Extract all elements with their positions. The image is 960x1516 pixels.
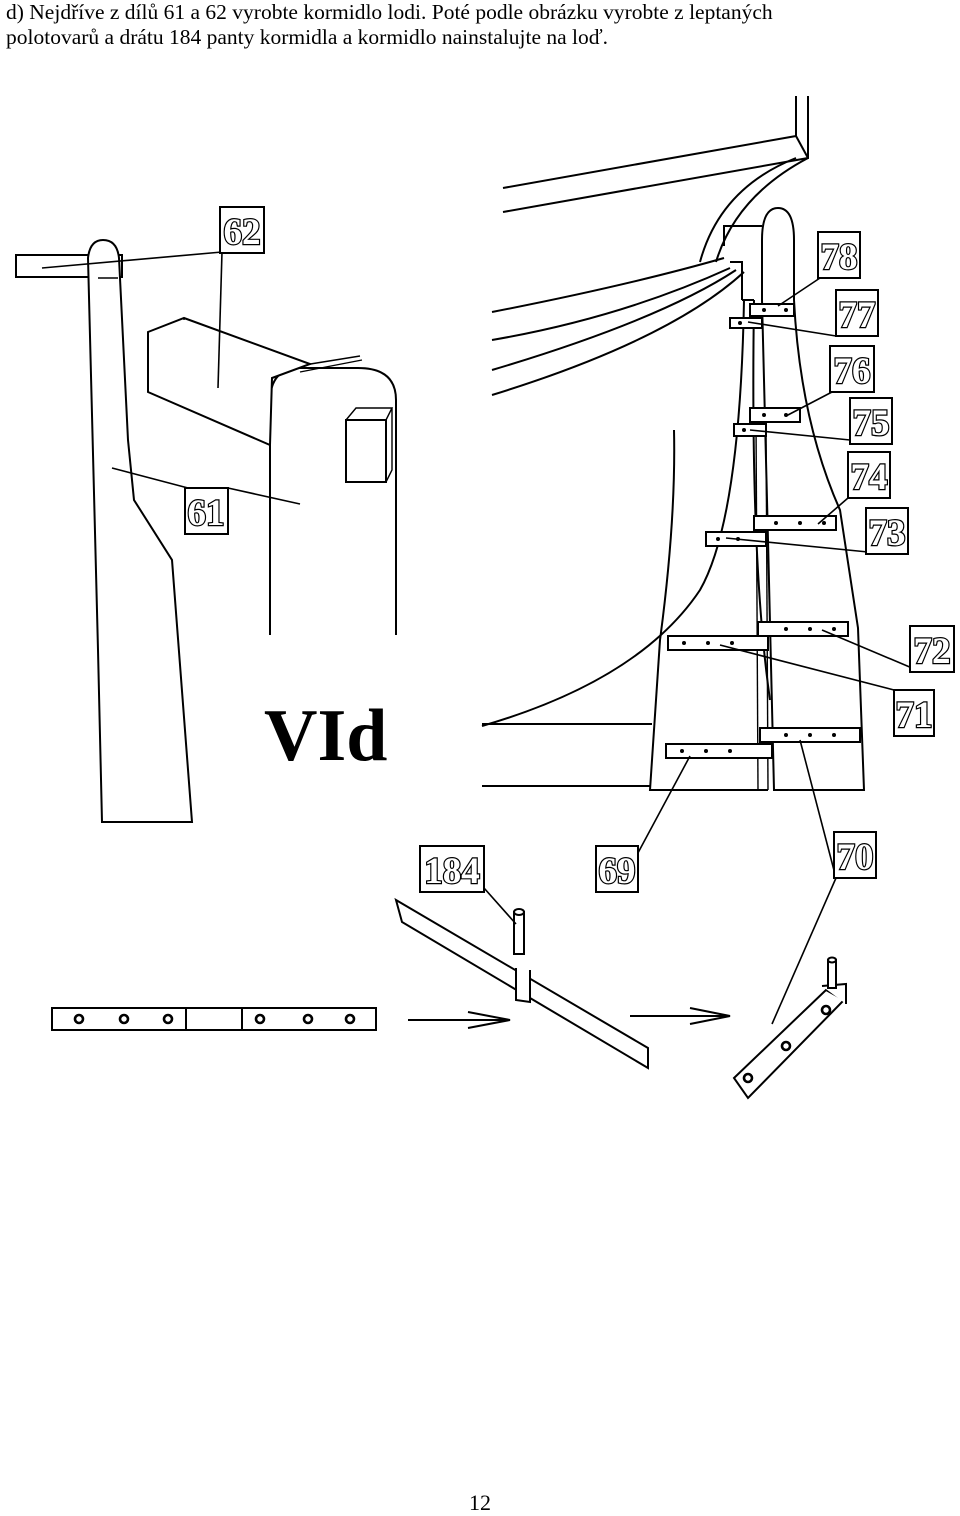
label-74: 74	[847, 451, 891, 499]
label-62: 62	[219, 206, 265, 254]
label-184: 184	[419, 845, 485, 893]
hinge-finished	[732, 956, 847, 1100]
section-label: VId	[264, 695, 387, 777]
instruction-line-2: polotovarů a drátu 184 panty kormidla a …	[6, 25, 609, 49]
svg-text:184: 184	[424, 851, 480, 892]
hull-stern-drawing	[481, 96, 866, 791]
label-73: 73	[865, 507, 909, 555]
svg-text:76: 76	[834, 351, 871, 392]
leader-lines	[41, 251, 913, 1025]
svg-text:69: 69	[599, 851, 636, 892]
label-76: 76	[829, 345, 875, 393]
label-72: 72	[909, 625, 955, 673]
rudder-part-61-drawing	[15, 238, 397, 823]
svg-text:74: 74	[851, 457, 888, 498]
svg-text:73: 73	[869, 513, 906, 554]
arrow-step-1	[408, 1011, 511, 1029]
svg-text:77: 77	[839, 295, 876, 336]
svg-text:72: 72	[914, 631, 951, 672]
svg-text:71: 71	[896, 695, 933, 736]
hinge-folded-with-wire	[394, 897, 649, 1070]
svg-text:61: 61	[188, 493, 225, 534]
svg-text:78: 78	[821, 237, 858, 278]
instruction-line-1: d) Nejdříve z dílů 61 a 62 vyrobte kormi…	[6, 0, 773, 24]
arrow-step-2	[630, 1007, 731, 1025]
label-78: 78	[817, 231, 861, 279]
page-number: 12	[469, 1490, 491, 1515]
instruction-text: d) Nejdříve z dílů 61 a 62 vyrobte kormi…	[6, 0, 954, 50]
svg-text:70: 70	[837, 837, 874, 878]
svg-text:75: 75	[853, 403, 890, 444]
hinge-blank-strip	[51, 1007, 377, 1031]
label-61: 61	[184, 487, 229, 535]
label-70: 70	[833, 831, 877, 879]
label-69: 69	[595, 845, 639, 893]
svg-text:62: 62	[224, 212, 261, 253]
label-71: 71	[893, 689, 935, 737]
label-75: 75	[849, 397, 893, 445]
label-77: 77	[835, 289, 879, 337]
